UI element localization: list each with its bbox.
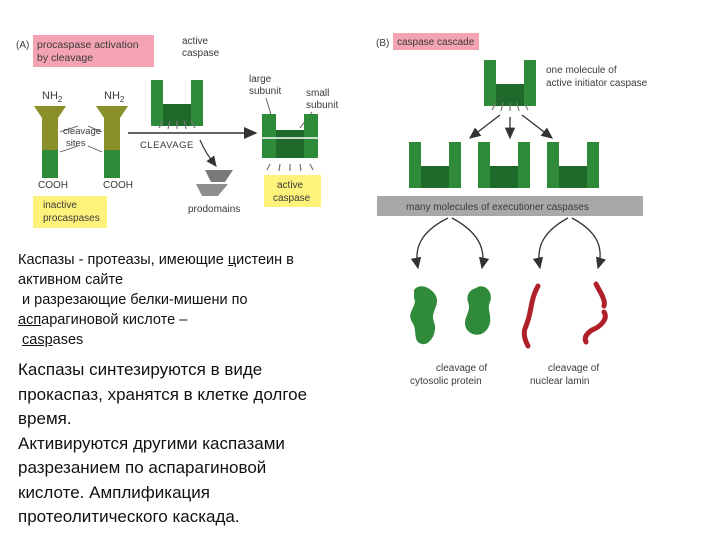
arrow-to-cyto-2	[451, 217, 490, 270]
executioner-caspase-1	[409, 142, 461, 188]
panel-b: (B) caspase cascade one molecule of acti…	[376, 33, 648, 387]
cytosolic-label-line1: cleavage of	[436, 363, 487, 374]
cleavage-sites-line1: cleavage	[63, 126, 101, 137]
procaspase-left	[34, 106, 66, 178]
initiator-line1: one molecule of	[546, 65, 617, 76]
executioner-bar	[377, 196, 643, 216]
executioner-caspase-3	[547, 142, 599, 188]
cleavage-label: CLEAVAGE	[140, 140, 194, 151]
active-caspase-top-line2: caspase	[182, 48, 220, 59]
nuclear-lamin-1	[521, 283, 541, 349]
active-caspase-dimer-top	[151, 80, 203, 130]
large-subunit-line2: subunit	[249, 86, 281, 97]
synthesis-line-4: Активируются другими каспазами	[18, 433, 285, 453]
small-subunit-line2: subunit	[306, 100, 338, 111]
definition-line-5: caspases	[22, 332, 84, 348]
panel-a-tag: (A)	[16, 40, 29, 51]
definition-line-3: и разрезающие белки-мишени по	[18, 292, 248, 308]
definition-line-4: аспарагиновой кислоте –	[18, 312, 188, 328]
arrow-to-cyto-1	[410, 217, 449, 270]
panel-a-title-line1: procaspase activation	[37, 39, 139, 51]
executioner-caspase-2	[478, 142, 530, 188]
active-caspase-box-line2: caspase	[273, 193, 311, 204]
inactive-line1: inactive	[43, 200, 77, 211]
synthesis-line-1: Каспазы синтезируются в виде	[18, 360, 263, 379]
executioner-bar-label: many molecules of executioner caspases	[406, 202, 589, 213]
arrow-to-lamin-2	[571, 217, 606, 270]
cytosolic-label-line2: cytosolic protein	[410, 376, 482, 387]
panel-a-title-box	[33, 35, 154, 67]
synthesis-line-5: разрезанием по аспарагиновой	[18, 458, 267, 477]
active-caspase-box-line1: active	[277, 180, 304, 191]
caspase-definition-paragraph: Каспазы - протеазы, имеющие цистеин в ак…	[18, 250, 368, 350]
prodomain-arrow	[199, 139, 217, 167]
panel-a: (A) procaspase activation by cleavage NH…	[16, 35, 338, 228]
nuclear-lamin-2	[582, 281, 608, 345]
inactive-line2: procaspases	[43, 213, 100, 224]
large-subunit-line1: large	[249, 74, 272, 85]
lamin-label-line2: nuclear lamin	[530, 376, 589, 387]
lamin-label-line1: cleavage of	[548, 363, 599, 374]
panel-b-title: caspase cascade	[397, 37, 475, 48]
cleavage-sites-line2: sites	[66, 138, 86, 149]
arrow-to-lamin-1	[532, 217, 569, 270]
panel-a-title-line2: by cleavage	[37, 52, 93, 64]
active-caspase-box	[264, 175, 321, 207]
panel-b-title-box	[393, 33, 479, 50]
arrow-to-exec-1	[468, 114, 501, 139]
cleavage-site-pointers	[59, 125, 103, 153]
prodomains-label: prodomains	[188, 204, 240, 215]
nh2-right-label: NH2	[104, 90, 125, 104]
initiator-line2: active initiator caspase	[546, 78, 648, 89]
active-caspase-top-line1: active	[182, 36, 209, 47]
inactive-procaspases-box	[33, 196, 107, 228]
small-subunit-line1: small	[306, 88, 329, 99]
nh2-left-label: NH2	[42, 90, 63, 104]
synthesis-line-2: прокаспаз, хранятся в клетке долгое	[18, 384, 308, 404]
cooh-right-label: COOH	[103, 180, 133, 191]
arrow-to-exec-3	[521, 114, 554, 139]
cytosolic-protein-1	[410, 286, 437, 345]
synthesis-line-3: время.	[18, 409, 72, 428]
cooh-left-label: COOH	[38, 180, 68, 191]
synthesis-line-7: протеолитического каскада.	[18, 507, 240, 526]
procaspase-right	[96, 106, 128, 178]
caspase-synthesis-paragraph: Каспазы синтезируются в виде прокаспаз, …	[18, 358, 368, 530]
initiator-caspase-dimer	[484, 60, 536, 112]
definition-line-1: Каспазы - протеазы, имеющие цистеин в	[18, 252, 294, 268]
definition-line-2: активном сайте	[18, 272, 124, 288]
prodomains-shapes	[196, 170, 233, 196]
panel-b-tag: (B)	[376, 38, 389, 49]
cleaved-active-caspase	[262, 114, 318, 172]
synthesis-line-6: кислоте. Амплификация	[18, 482, 210, 502]
cytosolic-protein-2	[465, 286, 491, 335]
